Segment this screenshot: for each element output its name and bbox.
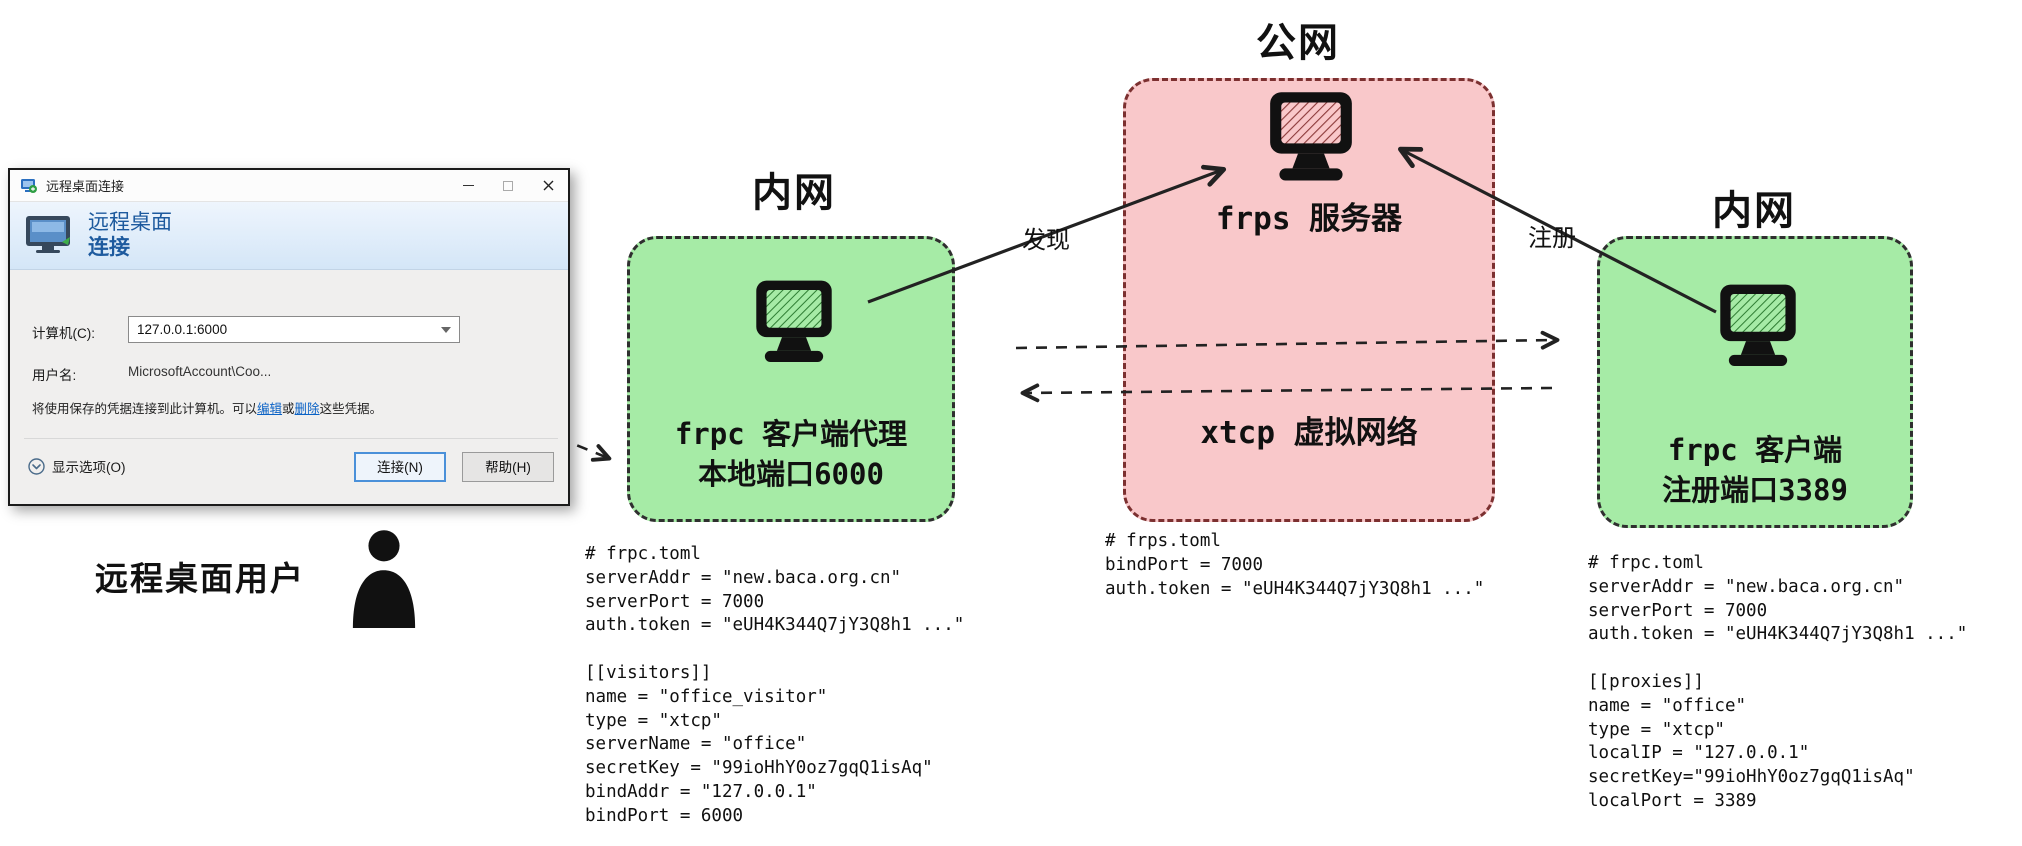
user-icon bbox=[352, 530, 416, 628]
frpc-left-caption-line2: 本地端口6000 bbox=[698, 457, 884, 491]
username-value: MicrosoftAccount\Coo... bbox=[128, 364, 272, 379]
computer-value: 127.0.0.1:6000 bbox=[137, 322, 228, 337]
dialog-header-line1: 远程桌面 bbox=[88, 211, 172, 235]
right-intranet-box: frpc 客户端 注册端口3389 bbox=[1597, 236, 1913, 528]
computer-combobox[interactable]: 127.0.0.1:6000 bbox=[128, 316, 460, 343]
close-icon bbox=[543, 180, 553, 191]
minimize-icon bbox=[462, 184, 474, 187]
remote-desktop-icon bbox=[26, 215, 70, 253]
computer-label: 计算机(C): bbox=[32, 326, 95, 341]
close-button[interactable] bbox=[528, 170, 568, 202]
show-options-button[interactable]: 显示选项(O) bbox=[28, 456, 126, 476]
chevron-down-icon bbox=[441, 326, 451, 333]
remote-desktop-user-label: 远程桌面用户 bbox=[95, 560, 305, 597]
right-intranet-label: 内网 bbox=[1712, 189, 1796, 233]
dialog-header-text: 远程桌面 连接 bbox=[88, 211, 172, 259]
frps-server-caption: frps 服务器 bbox=[1215, 201, 1403, 237]
frpc-left-config: # frpc.toml serverAddr = "new.baca.org.c… bbox=[585, 544, 965, 826]
frpc-right-caption-line2: 注册端口3389 bbox=[1662, 473, 1848, 507]
dialog-header-line2: 连接 bbox=[88, 235, 130, 259]
left-intranet-label: 内网 bbox=[752, 171, 836, 215]
show-options-label: 显示选项(O) bbox=[52, 460, 126, 475]
discover-arrow-label: 发现 bbox=[1022, 227, 1070, 254]
credentials-text-part1: 将使用保存的凭据连接到此计算机。可以 bbox=[32, 402, 258, 416]
edit-credentials-link[interactable]: 编辑 bbox=[257, 402, 283, 416]
credentials-text-part2: 或 bbox=[282, 402, 295, 416]
frpc-right-laptop-icon bbox=[1720, 284, 1796, 366]
public-network-box: frps 服务器 xtcp 虚拟网络 bbox=[1123, 78, 1495, 522]
credentials-text-part3: 这些凭据。 bbox=[319, 402, 383, 416]
username-label: 用户名: bbox=[32, 368, 77, 383]
remote-desktop-dialog: 远程桌面连接 远程桌面 连接 计算机(C): bbox=[8, 168, 570, 506]
xtcp-network-caption: xtcp 虚拟网络 bbox=[1200, 415, 1418, 451]
left-intranet-box: frpc 客户端代理 本地端口6000 bbox=[627, 236, 955, 522]
delete-credentials-link[interactable]: 删除 bbox=[294, 402, 320, 416]
dialog-header: 远程桌面 连接 bbox=[10, 202, 568, 270]
maximize-button[interactable] bbox=[488, 170, 528, 202]
frpc-left-caption-line1: frpc 客户端代理 bbox=[674, 417, 908, 451]
dialog-titlebar: 远程桌面连接 bbox=[10, 170, 568, 202]
credentials-text: 将使用保存的凭据连接到此计算机。可以编辑或删除这些凭据。 bbox=[32, 398, 382, 417]
register-arrow-label: 注册 bbox=[1528, 225, 1576, 252]
frps-laptop-icon bbox=[1270, 92, 1352, 181]
frps-config: # frps.toml bindPort = 7000 auth.token =… bbox=[1105, 531, 1485, 599]
dialog-title: 远程桌面连接 bbox=[46, 179, 125, 194]
maximize-icon bbox=[503, 180, 513, 191]
frpc-left-laptop-icon bbox=[756, 280, 832, 362]
show-options-chevron-icon bbox=[28, 457, 45, 475]
frpc-right-caption-line1: frpc 客户端 bbox=[1667, 433, 1843, 467]
public-network-label: 公网 bbox=[1256, 21, 1340, 65]
dialog-separator bbox=[24, 438, 558, 439]
connect-button[interactable]: 连接(N) bbox=[354, 452, 446, 482]
minimize-button[interactable] bbox=[448, 170, 488, 202]
dialog-title-icon bbox=[21, 178, 37, 193]
frpc-right-config: # frpc.toml serverAddr = "new.baca.org.c… bbox=[1588, 553, 1968, 811]
help-button[interactable]: 帮助(H) bbox=[462, 452, 554, 482]
